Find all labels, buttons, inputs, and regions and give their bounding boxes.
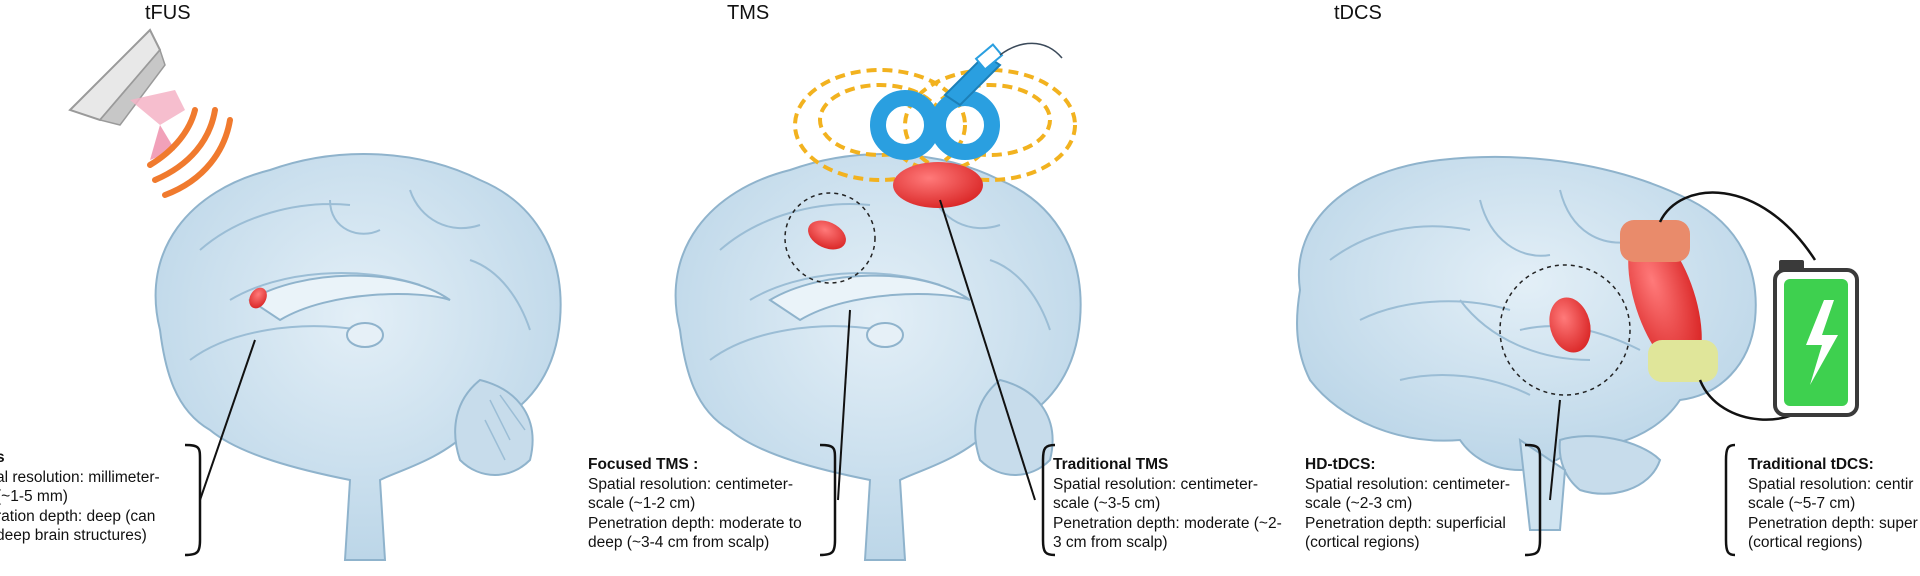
tfus-caption-line: ration depth: deep (can: [0, 507, 156, 525]
tms-focused-bracket: [819, 443, 837, 557]
tfus-caption: s al resolution: millimeter- (~1-5 mm) r…: [0, 448, 160, 546]
tdcs-hd-line: (cortical regions): [1305, 534, 1420, 551]
tms-traditional-heading: Traditional TMS: [1053, 456, 1169, 473]
tms-traditional-line: Penetration depth: moderate (~2-: [1053, 514, 1282, 532]
tms-focused-caption: Focused TMS : Spatial resolution: centim…: [588, 455, 802, 553]
tdcs-hd-line: Spatial resolution: centimeter-: [1305, 475, 1511, 493]
tdcs-traditional-line: Spatial resolution: centir: [1748, 475, 1914, 493]
tdcs-traditional-heading: Traditional tDCS:: [1748, 456, 1874, 473]
tms-focused-target: [808, 220, 846, 250]
tdcs-traditional-line: scale (~5-7 cm): [1748, 495, 1856, 512]
tfus-caption-line: (~1-5 mm): [0, 488, 68, 505]
coil-connector-icon: [974, 43, 1004, 71]
tdcs-hd-caption: HD-tDCS: Spatial resolution: centimeter-…: [1305, 455, 1510, 553]
tms-traditional-target: [893, 162, 983, 208]
tms-focused-callout-line: [837, 309, 851, 501]
tdcs-traditional-line: Penetration depth: super: [1748, 514, 1918, 532]
tms-brain-sagittal: [674, 153, 1082, 561]
tfus-bracket: [184, 443, 202, 557]
tms-focused-line: deep (~3-4 cm from scalp): [588, 534, 770, 551]
tms-focused-line: Spatial resolution: centimeter-: [588, 475, 794, 493]
tfus-target: [249, 287, 267, 309]
tfus-brain-sagittal: [154, 153, 562, 561]
tfus-caption-line: deep brain structures): [0, 527, 147, 544]
tdcs-hd-heading: HD-tDCS:: [1305, 456, 1376, 473]
tdcs-title: tDCS: [1334, 2, 1382, 24]
coil-cable-icon: [999, 42, 1063, 59]
tdcs-traditional-caption: Traditional tDCS: Spatial resolution: ce…: [1748, 455, 1918, 553]
ultrasound-waves-icon: [147, 107, 233, 198]
tdcs-hd-line: scale (~2-3 cm): [1305, 495, 1413, 512]
tfus-caption-heading: s: [0, 449, 5, 466]
tms-traditional-bracket: [1041, 443, 1056, 557]
tdcs-anode-electrode: [1620, 220, 1690, 262]
tms-traditional-caption: Traditional TMS Spatial resolution: cent…: [1053, 455, 1282, 553]
tdcs-traditional-target: [1628, 228, 1702, 372]
tms-traditional-callout-line: [939, 199, 1036, 501]
tdcs-hd-region-circle: [1499, 264, 1631, 396]
tms-traditional-line: 3 cm from scalp): [1053, 534, 1168, 551]
tdcs-hd-callout-line: [1549, 399, 1561, 501]
tdcs-cathode-electrode: [1648, 340, 1718, 382]
tdcs-traditional-bracket: [1724, 443, 1736, 557]
tms-focused-line: Penetration depth: moderate to: [588, 514, 802, 532]
tms-title: TMS: [727, 2, 770, 24]
tms-traditional-line: Spatial resolution: centimeter-: [1053, 475, 1259, 493]
tdcs-traditional-line: (cortical regions): [1748, 534, 1863, 551]
tms-focused-region-circle: [784, 192, 876, 284]
tdcs-hd-bracket: [1524, 443, 1542, 557]
tfus-title: tFUS: [145, 2, 191, 24]
tms-focused-heading: Focused TMS :: [588, 456, 699, 473]
tdcs-hd-target: [1549, 297, 1591, 353]
tms-traditional-line: scale (~3-5 cm): [1053, 495, 1161, 512]
tfus-callout-line: [199, 339, 256, 501]
battery-icon: [1773, 260, 1859, 417]
tms-focused-line: scale (~1-2 cm): [588, 495, 696, 512]
ultrasound-transducer-icon: [68, 28, 185, 160]
tfus-caption-line: al resolution: millimeter-: [0, 468, 160, 486]
tdcs-hd-line: Penetration depth: superficial: [1305, 514, 1506, 532]
